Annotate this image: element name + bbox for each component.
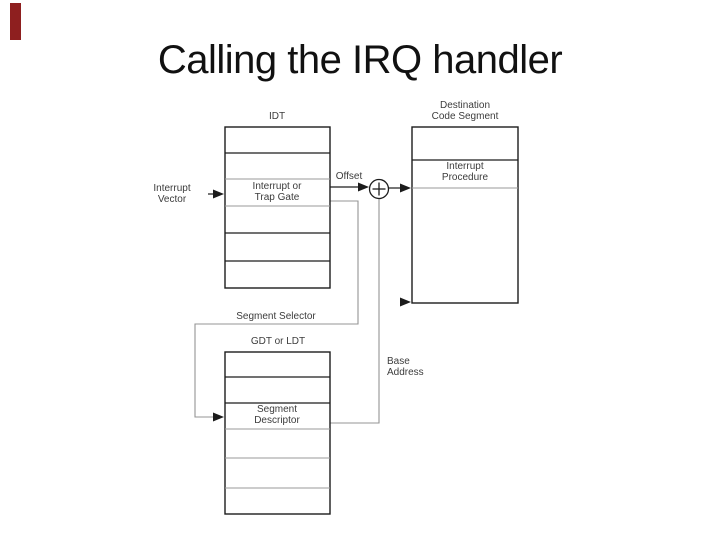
accent-bar (10, 3, 21, 40)
offset-arrow (330, 182, 369, 192)
idt-table-label: IDT (268, 111, 286, 122)
interrupt-vector-label: Interrupt Vector (153, 183, 191, 205)
base-address-entry-arrowhead (400, 297, 411, 307)
segment-selector-label: Segment Selector (236, 311, 316, 322)
slide-title: Calling the IRQ handler (157, 38, 563, 82)
adder-plus-icon (368, 178, 390, 200)
gdt-table-label: GDT or LDT (250, 336, 306, 347)
destination-table-label: Destination Code Segment (431, 100, 499, 122)
idt-table (224, 126, 331, 289)
base-address-path (330, 198, 380, 424)
adder-to-destination-arrowhead (400, 183, 411, 193)
base-address-entry-arrow (400, 297, 411, 307)
offset-arrowhead (358, 182, 369, 192)
destination-table (411, 126, 519, 304)
gdt-table (224, 351, 331, 515)
interrupt-vector-arrow (208, 189, 224, 199)
segment-selector-path (194, 200, 359, 422)
offset-label: Offset (335, 171, 363, 182)
interrupt-vector-arrowhead (213, 189, 224, 199)
gdt-entry-arrowhead (213, 412, 224, 422)
interrupt-trap-gate-label: Interrupt or Trap Gate (252, 181, 302, 203)
base-address-label: Base Address (387, 356, 424, 378)
adder-to-destination-arrow (388, 183, 411, 193)
interrupt-procedure-label: Interrupt Procedure (441, 161, 489, 183)
segment-descriptor-label: Segment Descriptor (254, 404, 300, 426)
